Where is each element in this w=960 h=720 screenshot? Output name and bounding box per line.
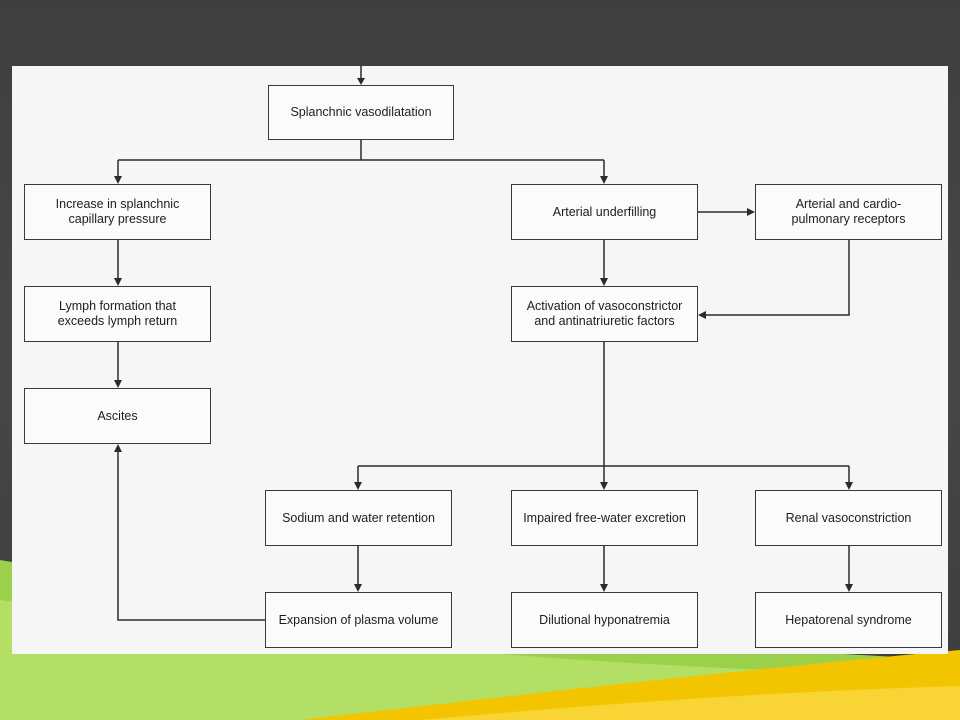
node-sodium-water-retention: Sodium and water retention xyxy=(265,490,452,546)
arrow-lymph-to-ascites xyxy=(114,342,122,388)
arrow-capillary-to-lymph xyxy=(114,240,122,286)
node-arterial-underfilling: Arterial underfilling xyxy=(511,184,698,240)
arrow-sodium-to-expansion xyxy=(354,546,362,592)
flowchart-connectors xyxy=(114,66,853,621)
node-label: Renal vasoconstriction xyxy=(785,510,912,525)
node-label: Lymph formation that exceeds lymph retur… xyxy=(57,299,178,328)
node-label: Sodium and water retention xyxy=(282,510,435,525)
node-lymph-formation: Lymph formation that exceeds lymph retur… xyxy=(24,286,211,342)
arrow-incoming-to-splanchnic xyxy=(357,66,365,85)
node-expansion-plasma-volume: Expansion of plasma volume xyxy=(265,592,452,648)
node-hepatorenal-syndrome: Hepatorenal syndrome xyxy=(755,592,942,648)
node-splanchnic-vasodilatation: Splanchnic vasodilatation xyxy=(268,85,454,140)
node-increase-capillary-pressure: Increase in splanchnic capillary pressur… xyxy=(24,184,211,240)
node-label: Impaired free-water excretion xyxy=(523,510,686,525)
node-label: Activation of vasoconstrictor and antina… xyxy=(526,299,683,328)
node-label: Hepatorenal syndrome xyxy=(785,612,912,627)
connector-activation-split xyxy=(354,342,853,490)
node-ascites: Ascites xyxy=(24,388,211,444)
arrow-renal-to-hepatorenal xyxy=(845,546,853,592)
node-label: Arterial underfilling xyxy=(552,204,657,219)
node-label: Expansion of plasma volume xyxy=(278,612,439,627)
node-label: Splanchnic vasodilatation xyxy=(290,105,432,119)
node-activation-factors: Activation of vasoconstrictor and antina… xyxy=(511,286,698,342)
node-impaired-free-water: Impaired free-water excretion xyxy=(511,490,698,546)
node-label: Ascites xyxy=(97,408,138,423)
arrow-underfilling-to-activation xyxy=(600,240,608,286)
arrow-impaired-to-hyponatremia xyxy=(600,546,608,592)
arrow-expansion-to-ascites xyxy=(114,444,265,621)
node-label: Increase in splanchnic capillary pressur… xyxy=(55,197,180,226)
node-renal-vasoconstriction: Renal vasoconstriction xyxy=(755,490,942,546)
node-label: Dilutional hyponatremia xyxy=(539,612,670,627)
node-arterial-receptors: Arterial and cardio- pulmonary receptors xyxy=(755,184,942,240)
node-dilutional-hyponatremia: Dilutional hyponatremia xyxy=(511,592,698,648)
connector-splanchnic-split xyxy=(114,140,608,184)
flowchart-figure: Splanchnic vasodilatation Increase in sp… xyxy=(12,66,948,654)
arrow-underfilling-to-receptors xyxy=(698,208,755,216)
arrow-receptors-to-activation xyxy=(698,240,850,319)
node-label: Arterial and cardio- pulmonary receptors xyxy=(791,197,906,226)
